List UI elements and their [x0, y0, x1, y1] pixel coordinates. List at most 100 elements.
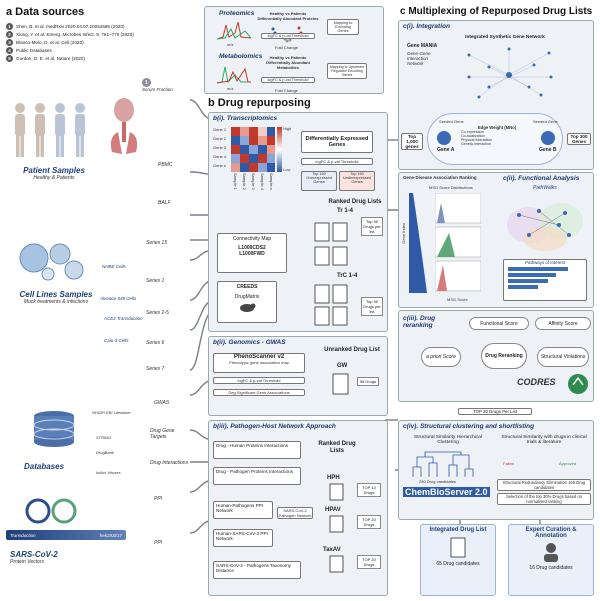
- creeds-box[interactable]: CREEDS DrugMatrix: [217, 281, 277, 323]
- source-number: 1: [142, 78, 151, 87]
- gw-document: [332, 373, 349, 395]
- expert-person-icon: [544, 543, 558, 562]
- gene-mania-title: Gene MANIA: [407, 43, 438, 49]
- ref-number: 2: [6, 30, 13, 38]
- proteomics-spectrum: [217, 21, 251, 40]
- pathways-box: Pathways of Interest: [503, 259, 587, 301]
- integrated-title: Integrated Drug List: [429, 527, 487, 533]
- edge-item: Co-localization: [461, 134, 485, 138]
- ph-item[interactable]: Drug - Human Proteins Interactions: [213, 441, 301, 459]
- ref-text: Blanco-Melo, D. et al. Cell (2020): [16, 39, 84, 45]
- gene-b-label: Gene B: [539, 147, 557, 153]
- cmap-box[interactable]: Connectivity Map L1000CDS2 L1000FWD: [217, 233, 287, 273]
- ph-item[interactable]: Human-SARS-CoV-2 PPI Network: [213, 529, 273, 547]
- fold-change-label: Fold Change: [275, 45, 298, 50]
- gene-label: Gene 3: [213, 145, 227, 150]
- expert-title: Expert Curation & Annotation: [525, 527, 577, 539]
- biii-title: b(iii). Pathogen-Host Network Approach: [213, 423, 336, 430]
- ph-item[interactable]: SARS-CoV-2 - Pathogens Taxonomy Distance: [213, 561, 301, 579]
- gw-label: GW: [337, 363, 348, 369]
- drug-list-documents: [314, 284, 348, 326]
- pathwalks-label: PathWalks: [533, 185, 557, 191]
- scale-high: High: [283, 126, 292, 131]
- ph-item[interactable]: Human-Pathogens PPI Network: [213, 501, 273, 519]
- sars-label: SARS-CoV-2 Protein Vectors: [10, 550, 58, 565]
- db-item-label: PPI: [154, 496, 163, 502]
- db-item-label: PPI: [154, 540, 163, 546]
- deg-box: Differentially Expressed Genes: [301, 131, 373, 153]
- integrated-count: 65 Drug candidates: [436, 561, 480, 567]
- patient-subtitle: Healthy & Patients: [33, 175, 75, 181]
- ref-number: 1: [6, 22, 13, 30]
- serum-label: Serum Fraction: [142, 87, 173, 92]
- ranking-functional-panel: Gene-Disease Association Ranking MSG Sco…: [398, 172, 594, 308]
- sample-label: Sample n: [269, 173, 274, 190]
- hpav-document: [329, 515, 344, 533]
- edge-item: Physical Interaction: [461, 138, 493, 142]
- sample-label: Sample 3: [251, 173, 256, 190]
- seeded-label: Seeded Gene: [533, 119, 558, 124]
- l1000fwd-label: L1000FWD: [239, 251, 265, 257]
- patient-figures-icon: [15, 103, 85, 157]
- ref-number: 4: [6, 46, 13, 54]
- cells-subtitle: Mock treatments & infections: [23, 299, 89, 305]
- ref-text: Shen, B. et al. medRxiv 2020.04.07.20054…: [16, 23, 125, 29]
- redundancy-box: Structural Redundancy Elimination 165 Dr…: [497, 479, 591, 491]
- series-label: Series 6: [146, 340, 165, 346]
- phenoscanner-box[interactable]: PhenoScanner v2 Phenotypic gene associat…: [213, 353, 305, 373]
- cmap-title: Connectivity Map: [232, 236, 272, 242]
- met-compare-label: Healthy vs Patients Differentially Abund…: [266, 55, 310, 70]
- ranked-drug-lists-title: Ranked Drug Lists: [318, 441, 356, 454]
- top1000-box: Top 1,000 genes: [401, 133, 423, 150]
- apriori-score: a priori Score: [421, 347, 461, 367]
- series-label: Series 7: [146, 366, 165, 372]
- hek-text: hek293t/17: [99, 532, 122, 538]
- top20-list-box: TOP 20 Drugs Per List: [458, 408, 532, 415]
- dendrogram: [412, 451, 474, 477]
- civ-title: c(iv). Structural clustering and shortli…: [403, 423, 535, 430]
- ref-text: Gordon, D. E. et al. Nature (2020): [16, 55, 85, 61]
- tr-label: Tr 1-4: [337, 208, 354, 214]
- functional-score: Functional Score: [469, 317, 529, 330]
- phenoscanner-title: PhenoScanner v2: [233, 354, 285, 360]
- scale-low: Low: [283, 167, 291, 172]
- ph-item[interactable]: Drug - Pathogen Proteins Interactions: [213, 467, 301, 485]
- db-source-label: DrugBank: [96, 450, 114, 455]
- deg-assoc-box: Deg-Significant Gene Associations: [213, 389, 305, 396]
- gene-labels: Gene 1 Gene 2 Gene 3 Gene 4 Gene n: [213, 127, 226, 172]
- cell-line-label: NHBE Cells: [102, 264, 126, 269]
- met-threshold: logFC & p-val Threshold: [261, 77, 315, 83]
- top50-box: Top 50 Drugs per list: [361, 217, 383, 236]
- edge-weight-legend: Edge Weight (MNo) Co-expression Co-local…: [461, 125, 533, 146]
- sample-labels: Sample 1 Sample 2 Sample 3 Sample 4 Samp…: [231, 173, 274, 193]
- plasmid-icon: [25, 498, 77, 524]
- top150-under-box: Top 150 Underexpressed Genes: [339, 171, 375, 191]
- gene-label: Gene 2: [213, 136, 227, 141]
- omics-panel: Proteomics m/z Healthy vs Patients Diffe…: [204, 6, 384, 94]
- phenoscanner-sub: Phenotypic gene association map: [229, 360, 289, 365]
- document-icon: [450, 537, 466, 558]
- sars-pathogen-box: SARS-CoV-2 Pathogen Network: [277, 507, 313, 519]
- top300-box: Top 300 Genes: [567, 133, 591, 145]
- gene-label: Gene 1: [213, 127, 227, 132]
- top150-over-box: Top 150 Overexpressed Genes: [301, 171, 337, 191]
- metabolomics-spectrum: [217, 66, 251, 84]
- cell-line-label: ACE2 Transduction: [104, 316, 143, 321]
- approved-label: Approved: [559, 461, 577, 466]
- l1000cds2-label: L1000CDS2: [238, 245, 266, 251]
- ranked-drug-lists-title: Ranked Drug Lists: [328, 199, 382, 205]
- db-source-label: NHGRI EBI Literature: [92, 410, 131, 415]
- db-item-label: Drug Interactions: [150, 460, 189, 466]
- sample-label: Sample 4: [260, 173, 265, 190]
- ref-number: 5: [6, 54, 13, 62]
- pathway-bars: [508, 267, 568, 289]
- prot-compare-label: Healthy vs Patients Differentially Abund…: [257, 11, 319, 21]
- msg-score-label: MSG Score: [447, 297, 468, 302]
- hpav-label: HPAV: [325, 507, 341, 513]
- isg-title: Integrated Synthetic Gene Network: [465, 35, 545, 40]
- databases-label: Databases: [24, 462, 65, 471]
